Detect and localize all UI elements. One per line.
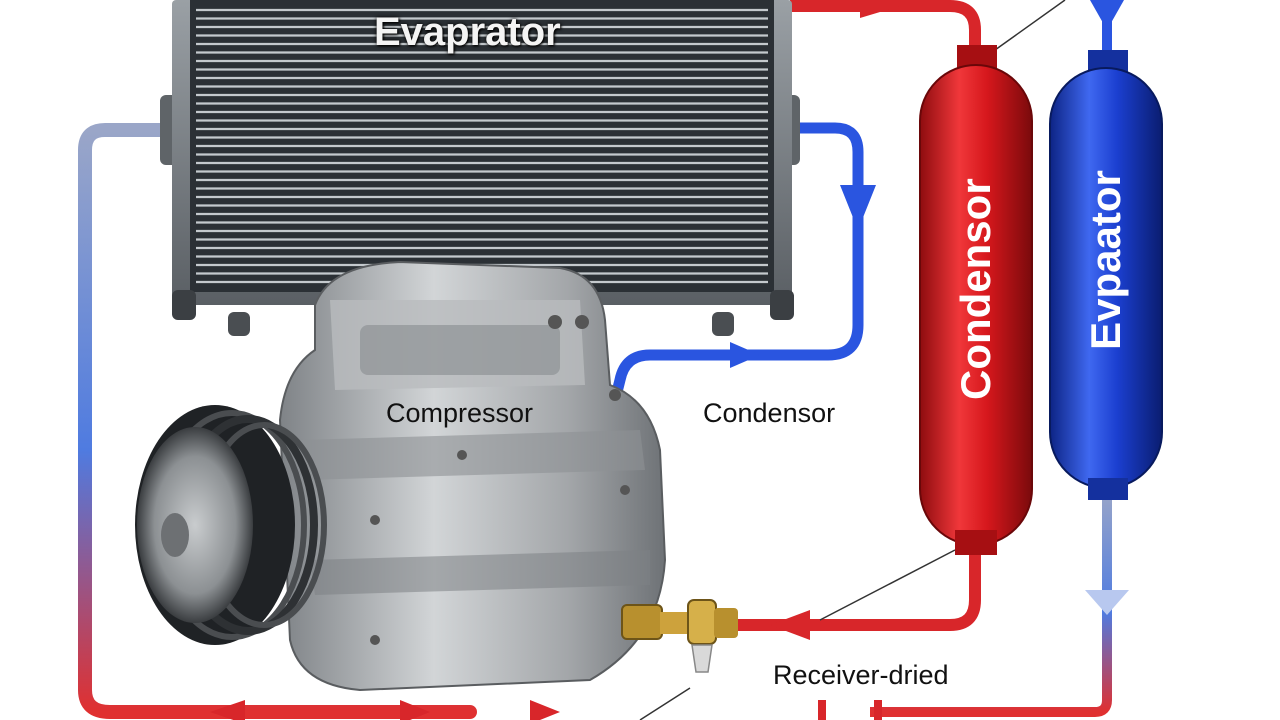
- receiver-drier-label: Receiver-dried: [773, 660, 949, 690]
- flow-arrow-icon: [770, 610, 810, 640]
- valve-fitting-icon: [621, 599, 738, 673]
- compressor-label: Compressor: [386, 398, 534, 428]
- radiator-label: Evaprator: [374, 10, 561, 54]
- left-return-pipe: [78, 123, 477, 719]
- top-hot-line: [790, 0, 981, 60]
- pulley-icon: [135, 405, 327, 645]
- radiator-icon: [160, 0, 800, 336]
- flow-arrow-icon: [860, 0, 900, 18]
- evaporator-outlet-line: [870, 490, 1112, 717]
- condenser-pipe-label: Condensor: [703, 398, 836, 428]
- blue-tank-label: Evpaator: [1082, 170, 1129, 350]
- leader-line: [639, 687, 691, 720]
- flow-arrow-icon: [400, 700, 430, 720]
- liquid-line: [735, 545, 981, 631]
- condenser-cold-line: [609, 122, 864, 402]
- flow-arrow-icon: [530, 700, 560, 720]
- compressor-icon: [135, 260, 667, 692]
- leader-line: [994, 0, 1066, 51]
- red-condenser-tank-icon: [919, 45, 1033, 555]
- red-tank-label: Condensor: [952, 178, 999, 400]
- blue-evaporator-tank-icon: [1049, 50, 1163, 500]
- leader-line: [819, 549, 956, 621]
- flow-arrow-icon: [730, 342, 760, 368]
- flow-arrow-icon: [1085, 590, 1129, 615]
- flow-arrow-icon: [1090, 0, 1124, 30]
- flow-arrow-icon: [840, 185, 876, 230]
- flow-arrow-icon: [210, 700, 245, 720]
